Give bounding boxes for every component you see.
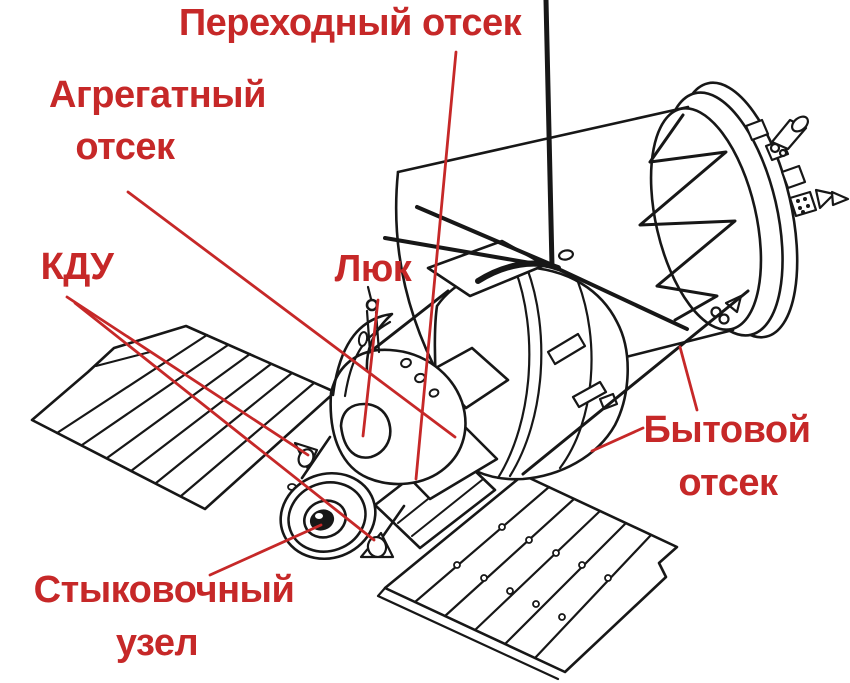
solar-panel-left bbox=[30, 324, 337, 511]
label-bytovoy-line2: отсек bbox=[678, 462, 778, 504]
label-bytovoy-line1: Бытовой bbox=[643, 409, 811, 451]
label-stykovochny-line2: узел bbox=[115, 622, 199, 664]
docking-assembly bbox=[279, 239, 547, 561]
leader-lines bbox=[65, 50, 699, 577]
leader-bytovoy-2 bbox=[590, 426, 645, 453]
leader-perekhodny bbox=[414, 50, 458, 481]
label-kdu: КДУ bbox=[40, 246, 114, 288]
leader-stykovochny bbox=[208, 523, 323, 577]
label-agregatny-line2: отсек bbox=[75, 126, 175, 168]
leader-bytovoy-1 bbox=[678, 345, 699, 412]
leader-lyuk bbox=[361, 298, 380, 438]
hatch bbox=[339, 402, 392, 459]
label-stykovochny-line1: Стыковочный bbox=[33, 569, 295, 611]
label-lyuk: Люк bbox=[334, 248, 412, 290]
label-agregatny-line1: Агрегатный bbox=[49, 74, 266, 116]
leader-agregatny bbox=[126, 190, 457, 439]
leader-kdu-2 bbox=[73, 301, 376, 542]
antennas bbox=[368, 0, 750, 476]
leader-kdu-1 bbox=[65, 295, 310, 457]
thruster-cluster-dots bbox=[796, 197, 810, 214]
label-perekhodny-otsek: Переходный отсек bbox=[178, 2, 522, 44]
kdu-thrusters bbox=[293, 441, 395, 559]
